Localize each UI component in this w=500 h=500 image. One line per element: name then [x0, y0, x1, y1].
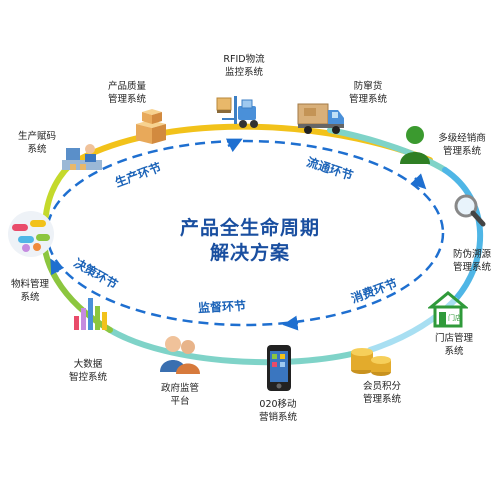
stacked-boxes-icon [136, 109, 166, 144]
ring-segment-right [442, 167, 484, 303]
ring-segment-bottom [107, 327, 363, 366]
cycle-arrow-bottom [282, 315, 299, 331]
cycle-arrow-left [50, 258, 65, 276]
forklift-icon [216, 96, 258, 128]
coding-workstation-icon [62, 144, 102, 170]
label-member-system: 会员积分管理系统 [362, 381, 402, 405]
cycle-arrow-right [410, 173, 427, 190]
bar-chart-icon [74, 298, 107, 330]
label-dealer-system: 多级经销商管理系统 [438, 133, 486, 157]
dealer-person-icon [400, 126, 430, 164]
magnifier-icon [454, 194, 486, 227]
label-government-platform: 政府监管平台 [160, 383, 200, 407]
materials-pills-icon [8, 211, 54, 257]
delivery-truck-icon [297, 103, 344, 134]
gold-coins-icon [351, 348, 391, 376]
label-traceability-system: 防伪溯源管理系统 [452, 249, 492, 273]
diagram-title-line1: 产品全生命周期 [179, 217, 321, 239]
label-store-system: 门店管理系统 [434, 333, 474, 357]
label-rfid-system: RFID物流监控系统 [223, 54, 265, 78]
label-coding-system: 生产赋码系统 [17, 131, 57, 155]
ring-segment-top-right [327, 127, 448, 173]
label-anti-crossregion-system: 防窜货管理系统 [348, 81, 388, 105]
label-quality-system: 产品质量管理系统 [107, 81, 147, 105]
label-materials-system: 物料管理系统 [10, 279, 50, 303]
cycle-arrow-top [225, 138, 243, 153]
store-house-icon: 门店 [428, 291, 468, 328]
store-sign-text: 门店 [448, 313, 462, 322]
mobile-phone-icon [267, 345, 291, 391]
cycle-label-supervision: 监督环节 [197, 298, 247, 316]
diagram-title-line2: 解决方案 [209, 242, 291, 264]
label-o2o-system: 020移动营销系统 [258, 399, 298, 423]
government-people-icon [160, 336, 200, 374]
label-bigdata-system: 大数据智控系统 [68, 359, 108, 383]
